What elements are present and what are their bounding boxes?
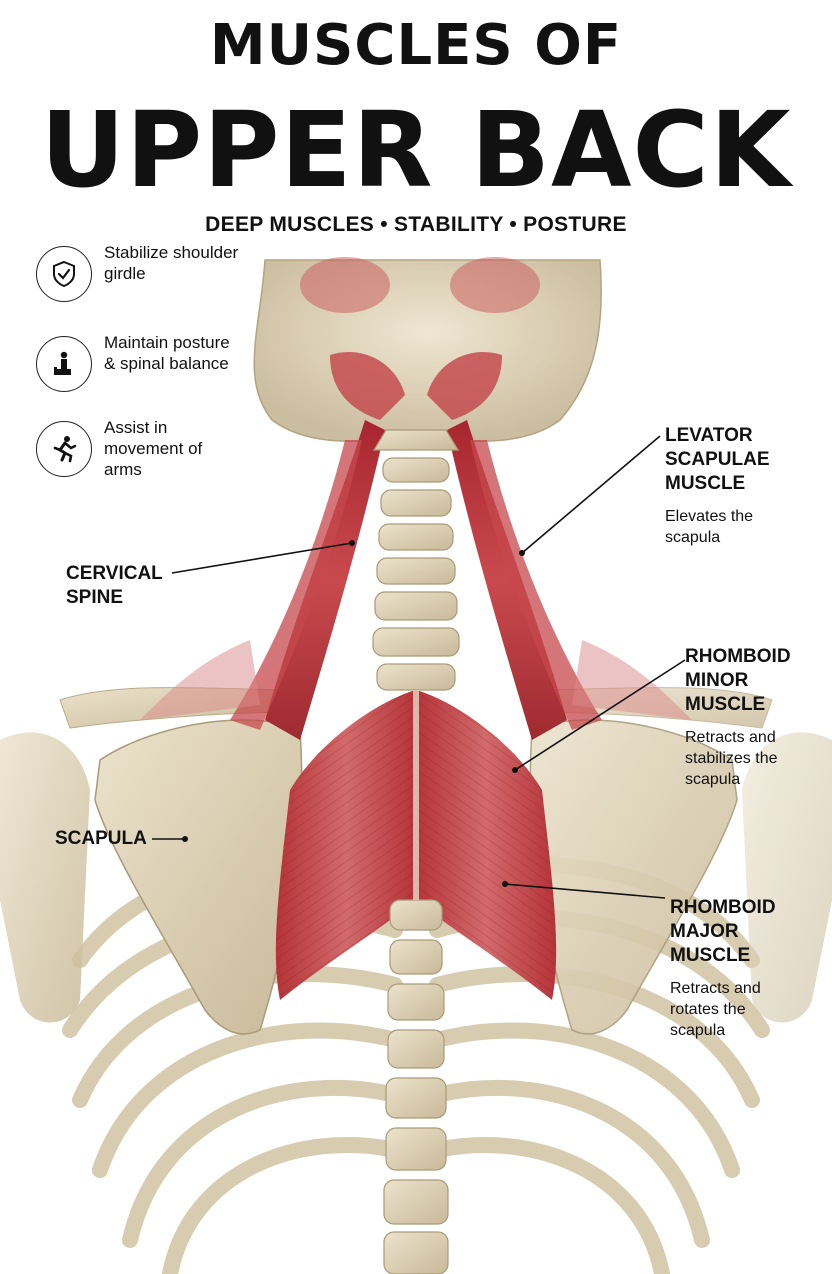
leader-dots (182, 540, 525, 887)
label-rhomboid-minor: RHOMBOID MINOR MUSCLE Retracts and stabi… (685, 645, 825, 790)
title-line-2: UPPER BACK (40, 89, 792, 211)
label-rhomboid-major: RHOMBOID MAJOR MUSCLE Retracts and rotat… (670, 896, 820, 1041)
left-humerus (0, 732, 90, 1023)
benefit-text: Stabilize shoulder girdle (104, 243, 239, 283)
label-cervical-spine: CERVICAL SPINE (66, 562, 176, 610)
label-scapula: SCAPULA (55, 827, 155, 851)
label-description: Elevates the scapula (665, 508, 754, 546)
label-description: Retracts and rotates the scapula (670, 980, 761, 1039)
left-levator-scapulae (265, 420, 385, 740)
label-name: RHOMBOID MAJOR MUSCLE (670, 897, 776, 966)
left-scapula (94, 719, 303, 1035)
spine (372, 429, 460, 1274)
person-seated-icon (36, 336, 92, 392)
shield-check-icon (36, 246, 92, 302)
anatomy-illustration (0, 257, 832, 1274)
label-name: SCAPULA (55, 828, 147, 849)
benefit-text: Assist in movement of arms (104, 418, 203, 479)
leader-lines (152, 435, 686, 899)
label-name: LEVATOR SCAPULAE MUSCLE (665, 425, 770, 494)
running-person-icon (36, 421, 92, 477)
right-humerus (742, 732, 832, 1023)
label-description: Retracts and stabilizes the scapula (685, 729, 778, 788)
subtitle: DEEP MUSCLES • STABILITY • POSTURE (205, 213, 627, 236)
right-levator-scapulae (447, 420, 567, 740)
benefit-text: Maintain posture & spinal balance (104, 333, 230, 373)
label-name: RHOMBOID MINOR MUSCLE (685, 646, 791, 715)
label-levator-scapulae: LEVATOR SCAPULAE MUSCLE Elevates the sca… (665, 424, 825, 548)
title-line-1: MUSCLES OF (209, 13, 623, 78)
label-name: CERVICAL SPINE (66, 563, 163, 608)
